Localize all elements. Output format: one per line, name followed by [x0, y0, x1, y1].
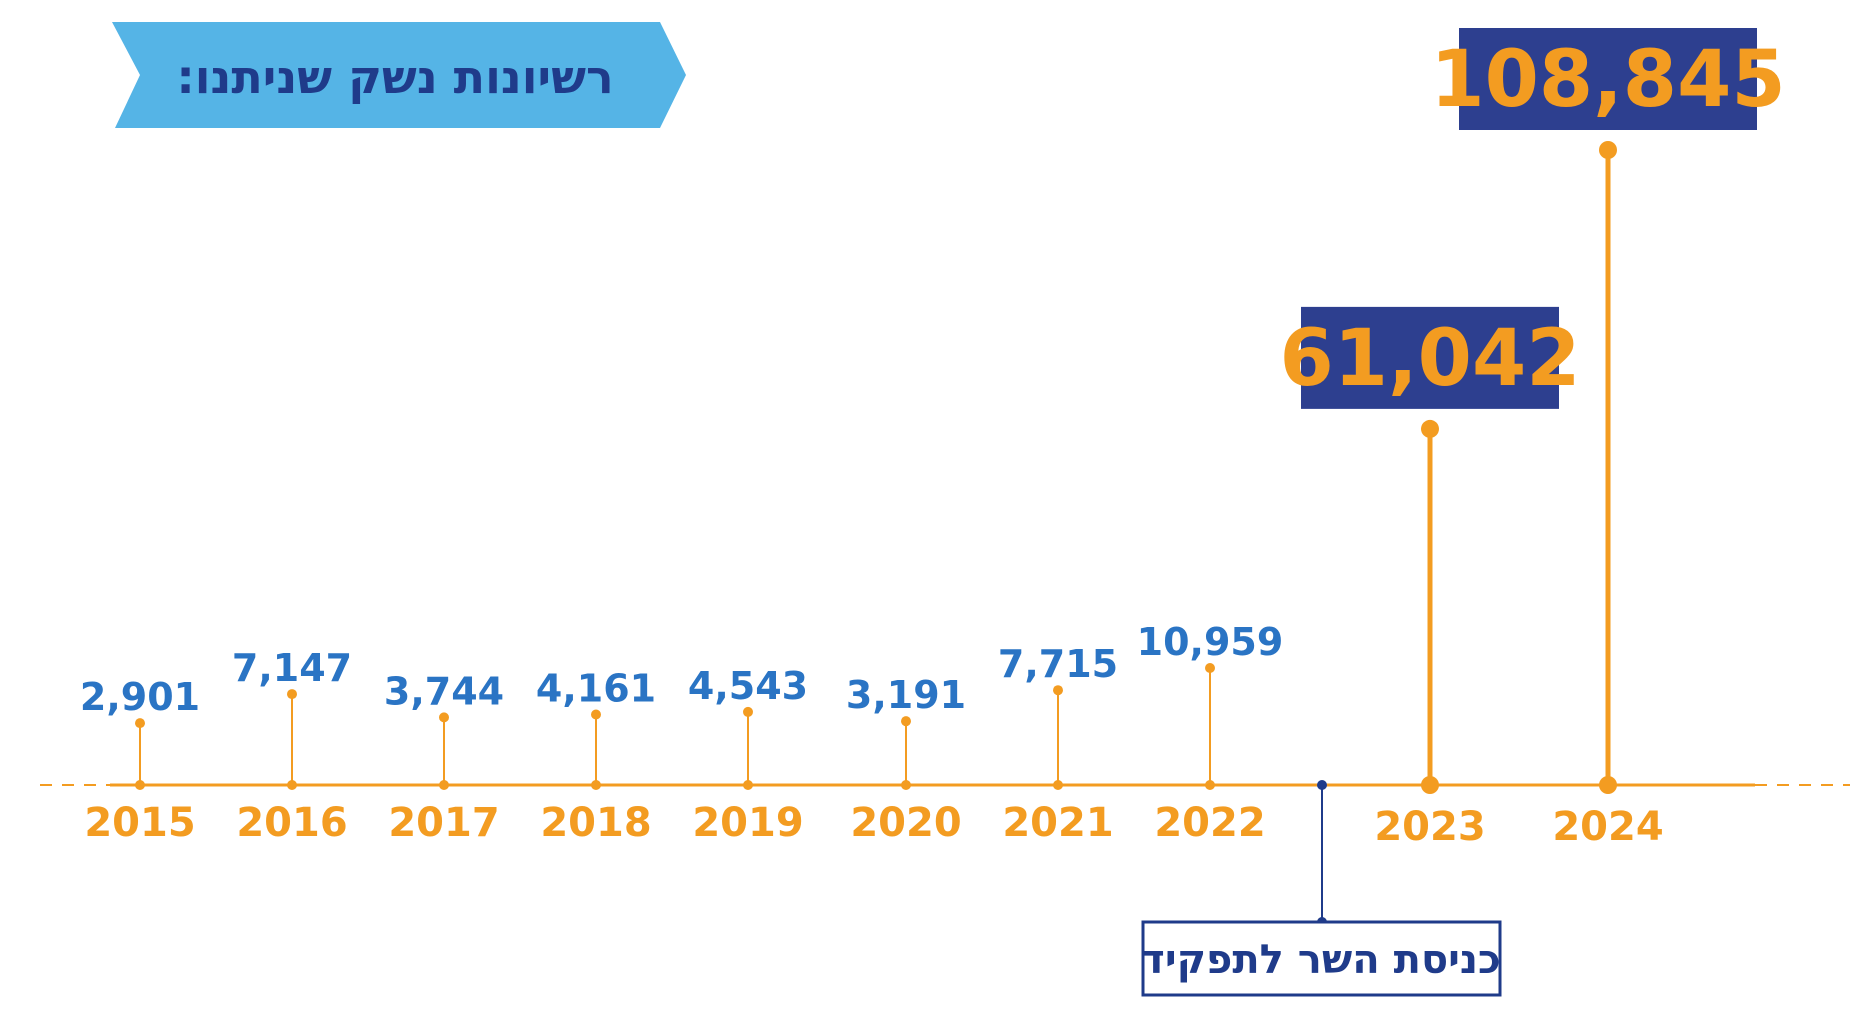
base-dot-2023 [1421, 776, 1439, 794]
point-2022 [1205, 663, 1215, 673]
base-dot-2016 [287, 780, 297, 790]
point-2016 [287, 689, 297, 700]
data-label-2023: 61,042 [1280, 314, 1581, 404]
data-label-2018: 4,161 [536, 667, 656, 711]
data-label-2015: 2,901 [80, 675, 200, 719]
data-label-2016: 7,147 [232, 646, 352, 690]
annotation-label: כניסת השר לתפקיד [1141, 937, 1500, 983]
year-label-2018: 2018 [540, 800, 651, 846]
data-label-2020: 3,191 [846, 673, 966, 717]
data-label-2017: 3,744 [384, 669, 504, 713]
chart-title: רשיונות נשק שניתנו: [176, 50, 613, 104]
point-2017 [439, 712, 449, 723]
year-label-2016: 2016 [236, 800, 347, 846]
year-label-2023: 2023 [1374, 804, 1485, 850]
annotation-box [1141, 920, 1502, 997]
data-label-2019: 4,543 [688, 664, 808, 708]
point-2019 [743, 706, 753, 717]
base-dot-2017 [439, 780, 449, 790]
value-box-2023 [1301, 306, 1559, 409]
base-dot-2018 [591, 780, 601, 790]
point-2024 [1599, 141, 1617, 159]
year-label-2022: 2022 [1154, 800, 1265, 846]
base-dot-2020 [901, 780, 911, 790]
point-2015 [135, 718, 145, 729]
data-label-2021: 7,715 [998, 642, 1118, 686]
chart-marks: 2015 2,901 2016 7,147 2017 3,744 2018 4,161 2019… [80, 28, 1786, 850]
base-dot-2021 [1053, 780, 1063, 790]
data-label-2024: 108,845 [1430, 35, 1785, 125]
year-label-2015: 2015 [84, 800, 195, 846]
data-label-2022: 10,959 [1137, 620, 1284, 664]
point-2023 [1421, 419, 1439, 438]
year-label-2017: 2017 [388, 800, 499, 846]
annotation-dot [1317, 780, 1327, 790]
base-dot-2019 [743, 780, 753, 790]
point-2021 [1053, 685, 1063, 696]
year-label-2019: 2019 [692, 800, 803, 846]
value-box-2024 [1459, 28, 1757, 130]
point-2020 [901, 716, 911, 727]
year-label-2024: 2024 [1552, 804, 1663, 850]
base-dot-2022 [1205, 780, 1215, 790]
year-label-2020: 2020 [850, 800, 961, 846]
base-dot-2024 [1599, 776, 1617, 794]
point-2018 [591, 709, 601, 720]
base-dot-2015 [135, 780, 145, 790]
title-banner [112, 22, 686, 128]
year-label-2021: 2021 [1002, 800, 1113, 846]
